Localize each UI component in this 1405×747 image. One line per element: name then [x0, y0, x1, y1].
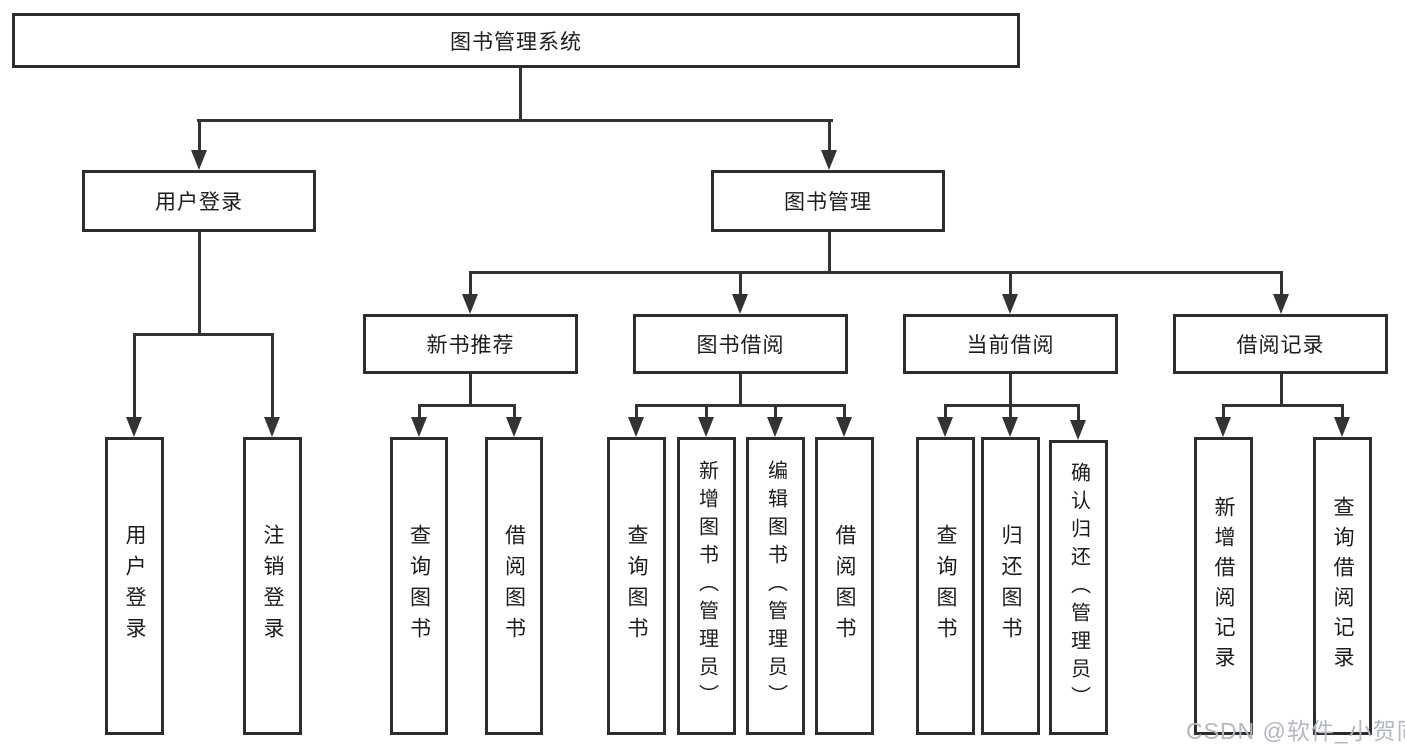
- arrow-to-book-mgmt: [821, 150, 837, 170]
- connector-root-rail: [197, 119, 833, 122]
- connector-current-borrow-arm-2: [1009, 404, 1012, 419]
- connector-new-book-rec-arm-1: [418, 404, 421, 419]
- connector-borrow-records-rail: [1222, 404, 1344, 407]
- node-label: 借阅记录: [1236, 334, 1325, 357]
- connector-current-borrow-arm-1: [944, 404, 947, 419]
- leaf-add-borrow-record: 新增借阅记录: [1194, 437, 1253, 735]
- connector-book-mgmt-arm-2: [739, 271, 742, 296]
- node-label: 图书管理系统: [450, 30, 582, 54]
- leaf-label: 查询图书: [934, 524, 957, 648]
- connector-user-login-arm-1: [133, 333, 136, 419]
- csdn-watermark: CSDN @软件_小贺同学: [1186, 718, 1405, 744]
- connector-book-borrow-stem: [739, 374, 742, 407]
- connector-new-book-rec-arm-2: [513, 404, 516, 419]
- connector-book-mgmt-arm-1: [469, 271, 472, 296]
- connector-book-mgmt-stem: [828, 232, 831, 274]
- arrow-to-borrow-records: [1273, 294, 1289, 314]
- leaf-label: 新增借阅记录: [1212, 496, 1235, 676]
- arrow-to-leaf-user-login: [126, 417, 142, 437]
- connector-book-borrow-arm-2: [705, 404, 708, 419]
- leaf-logout: 注销登录: [243, 437, 302, 735]
- leaf-query-borrow-record: 查询借阅记录: [1313, 437, 1372, 735]
- arrow-to-leaf-query-record: [1334, 417, 1350, 437]
- arrow-to-leaf-query-book-b: [628, 417, 644, 437]
- arrow-to-leaf-confirm-return: [1070, 420, 1086, 440]
- arrow-to-leaf-query-book-a: [411, 417, 427, 437]
- leaf-user-login: 用户登录: [105, 437, 164, 735]
- leaf-label: 归还图书: [999, 524, 1022, 648]
- connector-borrow-records-arm-2: [1341, 404, 1344, 419]
- node-current-borrow: 当前借阅: [903, 314, 1118, 374]
- arrow-to-book-borrow: [732, 294, 748, 314]
- leaf-label: 查询图书: [625, 524, 648, 648]
- leaf-query-book-b: 查询图书: [607, 437, 666, 735]
- connector-borrow-records-stem: [1280, 374, 1283, 407]
- leaf-borrow-book-a: 借阅图书: [485, 437, 543, 735]
- leaf-label: 查询借阅记录: [1331, 496, 1354, 676]
- connector-book-mgmt-arm-4: [1280, 271, 1283, 296]
- connector-book-borrow-arm-4: [843, 404, 846, 419]
- leaf-label: 用户登录: [123, 524, 146, 648]
- connector-book-mgmt-rail: [469, 271, 1283, 274]
- connector-new-book-rec-rail: [418, 404, 516, 407]
- arrow-to-user-login: [191, 150, 207, 170]
- connector-user-login-arm-2: [271, 333, 274, 419]
- leaf-return-book: 归还图书: [981, 437, 1040, 735]
- arrow-to-leaf-add-book: [698, 417, 714, 437]
- arrow-to-leaf-query-book-c: [937, 417, 953, 437]
- node-new-book-rec: 新书推荐: [363, 314, 578, 374]
- connector-book-borrow-arm-3: [774, 404, 777, 419]
- arrow-to-new-book-rec: [462, 294, 478, 314]
- node-label: 用户登录: [155, 191, 243, 214]
- arrow-to-leaf-add-record: [1215, 417, 1231, 437]
- connector-root-stem: [519, 68, 522, 120]
- connector-current-borrow-stem: [1009, 374, 1012, 407]
- leaf-label: 确认归还（管理员）: [1067, 461, 1090, 714]
- leaf-label: 新增图书（管理员）: [695, 460, 718, 712]
- leaf-label: 注销登录: [261, 524, 284, 648]
- arrow-to-leaf-logout: [264, 417, 280, 437]
- connector-current-borrow-arm-3: [1077, 404, 1080, 422]
- arrow-to-leaf-edit-book: [767, 417, 783, 437]
- connector-root-arm-left: [198, 119, 201, 152]
- arrow-to-leaf-borrow-book-a: [506, 417, 522, 437]
- node-label: 图书管理: [784, 191, 872, 214]
- node-borrow-records: 借阅记录: [1173, 314, 1388, 374]
- connector-current-borrow-rail: [944, 404, 1080, 407]
- connector-user-login-rail: [133, 333, 273, 336]
- node-root-library-system: 图书管理系统: [12, 13, 1020, 68]
- node-label: 图书借阅: [696, 334, 785, 357]
- arrow-to-leaf-return-book: [1002, 417, 1018, 437]
- leaf-borrow-book-b: 借阅图书: [815, 437, 874, 735]
- connector-book-mgmt-arm-3: [1009, 271, 1012, 296]
- node-book-mgmt: 图书管理: [711, 170, 945, 232]
- leaf-label: 借阅图书: [502, 524, 526, 648]
- node-label: 当前借阅: [966, 334, 1055, 357]
- connector-root-arm-right: [828, 119, 831, 152]
- leaf-label: 编辑图书（管理员）: [764, 460, 787, 712]
- leaf-label: 查询图书: [407, 524, 431, 648]
- arrow-to-current-borrow: [1002, 294, 1018, 314]
- leaf-query-book-a: 查询图书: [390, 437, 448, 735]
- connector-user-login-stem: [198, 232, 201, 336]
- leaf-confirm-return-admin: 确认归还（管理员）: [1049, 440, 1108, 735]
- connector-book-borrow-rail: [635, 404, 846, 407]
- connector-new-book-rec-stem: [469, 374, 472, 407]
- arrow-to-leaf-borrow-book-b: [836, 417, 852, 437]
- connector-borrow-records-arm-1: [1222, 404, 1225, 419]
- node-user-login: 用户登录: [82, 170, 316, 232]
- node-book-borrow: 图书借阅: [633, 314, 848, 374]
- node-label: 新书推荐: [426, 334, 515, 357]
- connector-book-borrow-arm-1: [635, 404, 638, 419]
- leaf-add-book-admin: 新增图书（管理员）: [677, 437, 736, 735]
- leaf-label: 借阅图书: [833, 524, 856, 648]
- leaf-query-book-c: 查询图书: [916, 437, 975, 735]
- leaf-edit-book-admin: 编辑图书（管理员）: [746, 437, 805, 735]
